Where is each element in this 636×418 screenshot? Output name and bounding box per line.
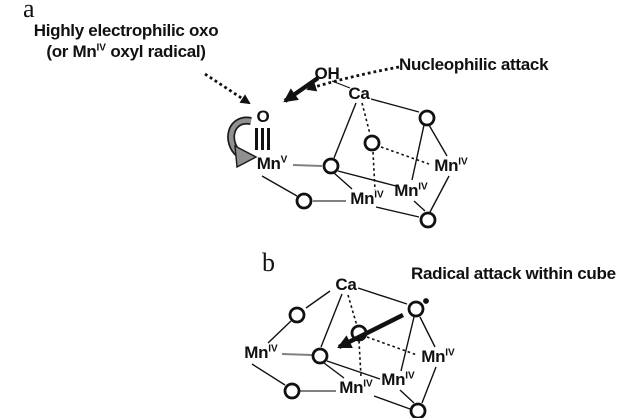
oxo-oxygen-label: O	[256, 107, 270, 126]
o-bridge-circle	[419, 211, 437, 229]
mn4-center-label-a: MnIV	[394, 181, 428, 200]
o-bridge-circle	[322, 157, 340, 175]
bond-ca-o-topright	[370, 98, 420, 113]
hidden-bond-ocenter-mn-bottom	[372, 151, 376, 191]
bond-ca-o-left	[333, 102, 357, 159]
ca-label-panel-a: Ca	[348, 84, 370, 103]
bond-otr-mn-center	[411, 124, 425, 181]
electrophilic-oxo-dotted-arrow	[204, 72, 251, 105]
o-bridge-circle	[363, 134, 381, 152]
bond-mnbottom-o-br	[375, 206, 420, 218]
o-bridge-circle	[418, 109, 436, 127]
bond-oleft-mn-center	[337, 170, 397, 187]
hidden-bond-ocenter-mn-right	[366, 336, 418, 356]
oh-attack-bold-arrow	[283, 76, 320, 103]
bond-otl-mn-left	[267, 320, 292, 344]
oxo-triple-bond	[255, 128, 270, 150]
oxyl-radical-dot	[423, 298, 429, 304]
hidden-bond-ocenter-mn-bottom	[358, 340, 362, 378]
panel-b-oxygens	[283, 298, 429, 418]
o-bridge-circle	[288, 306, 306, 324]
o-bridge-circle	[283, 382, 301, 400]
panel-b-letter: b	[262, 248, 275, 277]
mn4-right-label-b: MnIV	[421, 347, 455, 366]
mn4-bottom-label-a: MnIV	[350, 189, 384, 208]
bond-mncenter-o-br	[413, 200, 426, 212]
panel-a-oxygens	[295, 109, 437, 229]
bond-oleft-mn-bottom	[333, 172, 353, 190]
oxyl-radical-oxygen-circle	[407, 300, 425, 318]
bond-mnleft-o-mid	[281, 353, 313, 356]
hidden-bond-ca-o-center	[361, 102, 371, 135]
bond-mnright-o-br	[429, 175, 450, 213]
electrophilic-oxo-line1: Highly electrophilic oxo	[33, 21, 219, 40]
bond-mncenter-o-br	[399, 389, 415, 404]
mn5-dangler-label: MnV	[256, 154, 288, 173]
o-bridge-circle	[311, 347, 329, 365]
electrophilic-oxo-label: Highly electrophilic oxo (or MnIV oxyl r…	[8, 21, 244, 62]
mn4-center-label-b: MnIV	[381, 370, 415, 389]
oh-ligand-label: OH	[314, 64, 340, 83]
hidden-bond-ca-o-center	[347, 294, 358, 327]
o-bridge-circle	[409, 402, 427, 418]
bond-omid-mn-bottom	[323, 362, 345, 379]
hidden-bond-ocenter-mn-right	[380, 146, 430, 165]
electron-transfer-curved-arrow	[227, 116, 258, 169]
panel-a-bonds	[261, 80, 450, 218]
bond-otr-mn-right	[428, 124, 448, 157]
bond-ca-o-topleft	[305, 290, 331, 309]
panel-b-bonds	[251, 287, 437, 410]
bond-ca-o-midleft	[320, 293, 343, 348]
bond-mnv-o-left	[292, 164, 323, 167]
mn4-right-label-a: MnIV	[434, 156, 468, 175]
radical-attack-label: Radical attack within cube	[411, 264, 616, 283]
bond-omid-mn-center	[326, 360, 381, 380]
mn4-bottom-label-b: MnIV	[339, 378, 373, 397]
ca-label-panel-b: Ca	[335, 275, 357, 294]
bond-mnright-o-br	[421, 366, 437, 404]
nucleophilic-attack-label: Nucleophilic attack	[399, 55, 549, 74]
bond-oradical-mn-right	[419, 316, 436, 348]
panel-a-letter: a	[23, 0, 35, 23]
radical-attack-bold-arrow	[337, 313, 404, 349]
electrophilic-oxo-line2: (or MnIV oxyl radical)	[46, 41, 206, 61]
mn4-left-label-b: MnIV	[244, 343, 278, 362]
bond-oradical-mn-center	[400, 316, 415, 372]
bond-mnv-o-bottomleft	[261, 175, 298, 197]
nucleophilic-attack-dotted-arrow	[306, 65, 400, 92]
bond-mnbottom-o-br	[373, 395, 411, 410]
bond-mnleft-o-bl	[251, 363, 286, 386]
bond-ca-o-radical	[357, 287, 408, 305]
o-bridge-circle	[295, 192, 313, 210]
